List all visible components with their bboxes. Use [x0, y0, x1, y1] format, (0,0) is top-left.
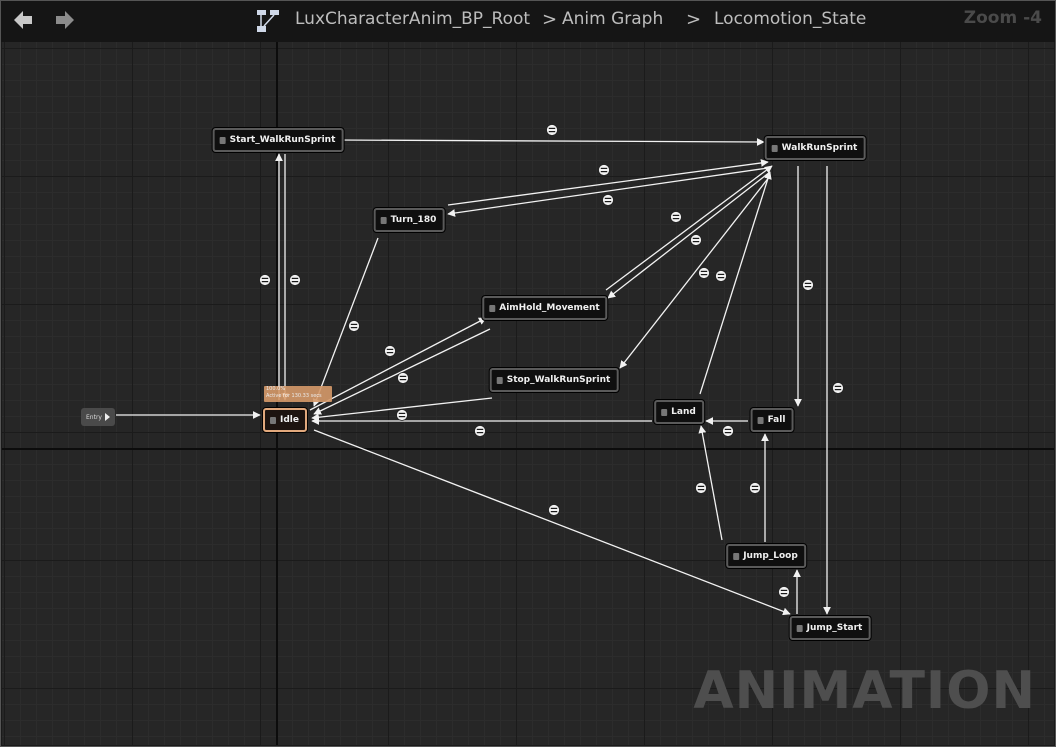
- transition-idle-to-aim: [309, 317, 487, 411]
- transition-turn-to-idle: [312, 237, 379, 407]
- state-start-walkrunsprint[interactable]: Start_WalkRunSprint: [212, 128, 344, 152]
- breadcrumb-anim-graph[interactable]: Anim Graph: [562, 9, 664, 29]
- state-icon: [796, 624, 803, 632]
- state-icon: [219, 136, 226, 144]
- transition-rule-icon[interactable]: [722, 425, 734, 437]
- state-icon: [380, 216, 387, 224]
- transition-rule-icon[interactable]: [259, 274, 271, 286]
- forward-arrow-icon[interactable]: [50, 6, 78, 34]
- transition-rule-icon[interactable]: [749, 482, 761, 494]
- transition-rule-icon[interactable]: [698, 267, 710, 279]
- transition-aim-to-idle: [313, 328, 491, 415]
- state-idle[interactable]: Idle: [263, 408, 307, 432]
- state-icon: [771, 144, 778, 152]
- breadcrumb-root[interactable]: LuxCharacterAnim_BP_Root: [295, 9, 531, 29]
- transition-rule-icon[interactable]: [715, 270, 727, 282]
- state-label: Turn_180: [390, 215, 437, 225]
- state-label: Stop_WalkRunSprint: [506, 375, 611, 385]
- state-label: Land: [671, 407, 696, 417]
- toolbar: LuxCharacterAnim_BP_Root > Anim Graph > …: [0, 0, 1056, 42]
- active-duration: Active for 130.33 secs: [266, 393, 322, 399]
- transition-rule-icon[interactable]: [474, 425, 486, 437]
- state-fall[interactable]: Fall: [750, 408, 794, 432]
- transition-rule-icon[interactable]: [832, 382, 844, 394]
- state-machine-graph[interactable]: Entry 100.0% Active for 130.33 secs Star…: [2, 42, 1054, 745]
- back-arrow-icon[interactable]: [10, 6, 38, 34]
- transition-rule-icon[interactable]: [397, 372, 409, 384]
- state-stop-walkrunsprint[interactable]: Stop_WalkRunSprint: [489, 368, 619, 392]
- transition-rule-icon[interactable]: [546, 124, 558, 136]
- transition-rule-icon[interactable]: [695, 482, 707, 494]
- transition-rule-icon[interactable]: [802, 279, 814, 291]
- transition-walk-to-aim: [607, 171, 771, 299]
- transition-jumploop-to-land: [698, 425, 723, 541]
- transition-rule-icon[interactable]: [602, 194, 614, 206]
- transition-walk-to-turn: [447, 167, 769, 217]
- state-label: Jump_Start: [806, 623, 863, 633]
- transition-start-to-walk: [335, 138, 765, 146]
- state-label: AimHold_Movement: [499, 303, 600, 313]
- transition-rule-icon[interactable]: [778, 586, 790, 598]
- state-icon: [661, 408, 668, 416]
- state-walkrunsprint[interactable]: WalkRunSprint: [764, 136, 866, 160]
- breadcrumb-separator-2: >: [686, 9, 702, 30]
- graph-origin-horizontal: [2, 448, 1054, 450]
- transition-idle-to-jumpstart: [313, 429, 791, 616]
- state-turn-180[interactable]: Turn_180: [373, 208, 445, 232]
- state-label: Fall: [767, 415, 786, 425]
- transition-turn-to-walk: [447, 159, 769, 206]
- transition-rule-icon[interactable]: [384, 345, 396, 357]
- state-aimhold-movement[interactable]: AimHold_Movement: [482, 296, 608, 320]
- zoom-level: Zoom -4: [963, 8, 1042, 28]
- transition-rule-icon[interactable]: [348, 320, 360, 332]
- state-icon: [489, 304, 496, 312]
- transition-rule-icon[interactable]: [548, 504, 560, 516]
- transition-rule-icon[interactable]: [690, 234, 702, 246]
- transition-lines: [116, 124, 844, 616]
- state-machine-icon: [256, 9, 280, 33]
- state-icon: [733, 552, 740, 560]
- breadcrumb-separator-1: >: [542, 9, 558, 30]
- transition-rule-icon[interactable]: [598, 164, 610, 176]
- transition-rule-icon[interactable]: [396, 409, 408, 421]
- state-icon: [496, 376, 503, 384]
- active-state-info: 100.0% Active for 130.33 secs: [264, 386, 332, 402]
- state-jump-start[interactable]: Jump_Start: [789, 616, 871, 640]
- state-label: Idle: [280, 415, 299, 425]
- state-land[interactable]: Land: [654, 400, 704, 424]
- active-percent: 100.0%: [266, 386, 286, 392]
- transition-rule-icon[interactable]: [289, 274, 301, 286]
- state-icon: [757, 416, 764, 424]
- entry-node[interactable]: Entry: [81, 408, 115, 426]
- transition-stop-to-idle: [311, 397, 493, 422]
- state-label: WalkRunSprint: [781, 143, 858, 153]
- transition-aim-to-walk: [605, 165, 773, 291]
- state-label: Start_WalkRunSprint: [229, 135, 336, 145]
- breadcrumb-locomotion-state[interactable]: Locomotion_State: [714, 9, 867, 29]
- entry-pin-icon: [104, 413, 110, 421]
- transition-land-to-walk: [699, 171, 772, 395]
- transition-rule-icon[interactable]: [670, 211, 682, 223]
- entry-label: Entry: [86, 413, 102, 421]
- state-label: Jump_Loop: [743, 551, 798, 561]
- state-icon: [270, 416, 277, 424]
- animation-watermark: ANIMATION: [693, 661, 1036, 721]
- transition-walk-to-stop: [619, 175, 771, 369]
- state-jump-loop[interactable]: Jump_Loop: [726, 544, 806, 568]
